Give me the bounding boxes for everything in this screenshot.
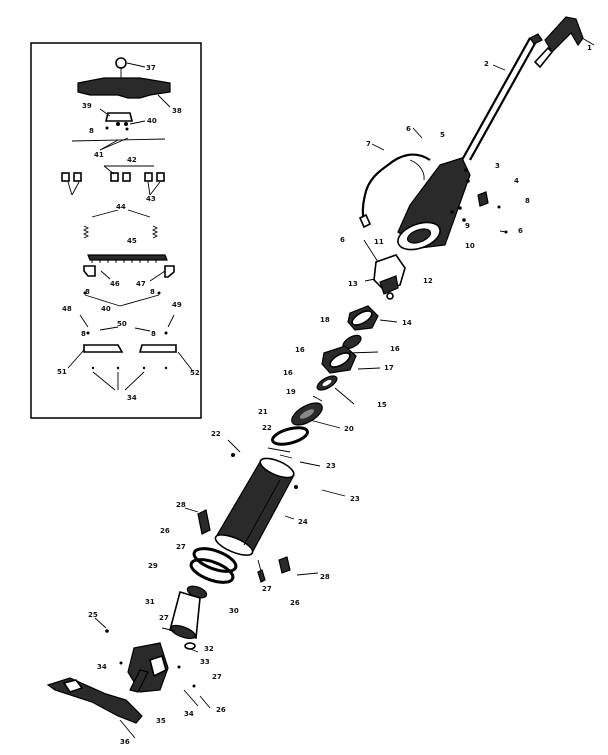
callout-50: 50: [117, 320, 127, 328]
callout-32: 32: [204, 645, 214, 653]
callout-34b: 34: [127, 394, 137, 402]
callout-8c: 8: [85, 288, 90, 296]
callout-37: 37: [146, 64, 156, 72]
callout-15: 15: [377, 401, 387, 409]
lower-assembly: [94, 547, 319, 709]
callout-8f: 8: [151, 330, 156, 338]
callout-27c: 27: [212, 673, 222, 681]
callout-21: 21: [258, 408, 268, 416]
callout-41: 41: [94, 151, 104, 159]
callout-8d: 8: [150, 288, 155, 296]
callout-38: 38: [172, 107, 182, 115]
callout-40b: 40: [101, 305, 111, 313]
callout-28: 28: [176, 501, 186, 509]
callout-11: 11: [374, 238, 384, 246]
callout-30: 30: [229, 607, 239, 615]
callout-34c: 34: [184, 710, 194, 718]
callout-23: 23: [326, 462, 336, 470]
callout-23b: 23: [350, 495, 360, 503]
callout-25: 25: [88, 611, 98, 619]
callout-8b: 8: [89, 127, 94, 135]
callout-26b: 26: [290, 599, 300, 607]
callout-4: 4: [514, 177, 519, 185]
callout-labels: 1 2 3 4 5 6 7 8 9 10 11 12 13 14 15 16 1…: [57, 44, 592, 746]
attachment-inset: [30, 42, 202, 419]
callout-12: 12: [423, 277, 433, 285]
callout-35: 35: [156, 717, 166, 725]
callout-10: 10: [465, 242, 475, 250]
callout-36: 36: [120, 738, 130, 746]
callout-45: 45: [127, 237, 137, 245]
callout-51: 51: [57, 368, 67, 376]
callout-6c: 6: [518, 227, 523, 235]
callout-49: 49: [172, 301, 182, 309]
callout-27b: 27: [159, 614, 169, 622]
callout-43: 43: [146, 195, 156, 203]
callout-18: 18: [320, 316, 330, 324]
callout-24: 24: [298, 518, 308, 526]
callout-16: 16: [295, 346, 305, 354]
callout-31: 31: [145, 598, 155, 606]
callout-22b: 22: [262, 424, 272, 432]
callout-52: 52: [190, 369, 200, 377]
callout-19: 19: [286, 388, 296, 396]
callout-7: 7: [366, 140, 371, 148]
callout-9: 9: [465, 222, 470, 230]
floor-nozzle: [46, 677, 143, 739]
callout-16b: 16: [390, 345, 400, 353]
callout-8e: 8: [81, 330, 86, 338]
callout-5: 5: [440, 131, 445, 139]
callout-20: 20: [344, 425, 354, 433]
callout-28b: 28: [320, 573, 330, 581]
callout-16c: 16: [283, 369, 293, 377]
callout-44: 44: [116, 203, 126, 211]
callout-33: 33: [200, 658, 210, 666]
handle-assembly: [461, 16, 595, 161]
callout-26c: 26: [216, 706, 226, 714]
callout-42: 42: [127, 156, 137, 164]
callout-3: 3: [495, 162, 500, 170]
callout-47: 47: [136, 280, 146, 288]
callout-48: 48: [62, 305, 72, 313]
callout-13: 13: [348, 280, 358, 288]
callout-14: 14: [402, 319, 412, 327]
callout-27d: 27: [262, 585, 272, 593]
dust-bag-cylinder: [184, 439, 346, 556]
callout-22: 22: [211, 430, 221, 438]
callout-8: 8: [525, 197, 530, 205]
motor-stack: [271, 239, 406, 446]
motor-housing: [358, 127, 508, 251]
callout-6: 6: [406, 125, 411, 133]
callout-27: 27: [176, 543, 186, 551]
callout-46: 46: [110, 280, 120, 288]
callout-1: 1: [587, 44, 592, 52]
callout-39: 39: [82, 102, 92, 110]
callout-40: 40: [147, 117, 157, 125]
callout-26: 26: [160, 527, 170, 535]
callout-34: 34: [97, 663, 107, 671]
callout-17: 17: [384, 364, 394, 372]
callout-6b: 6: [340, 236, 345, 244]
callout-2: 2: [484, 60, 489, 68]
callout-29: 29: [148, 562, 158, 570]
